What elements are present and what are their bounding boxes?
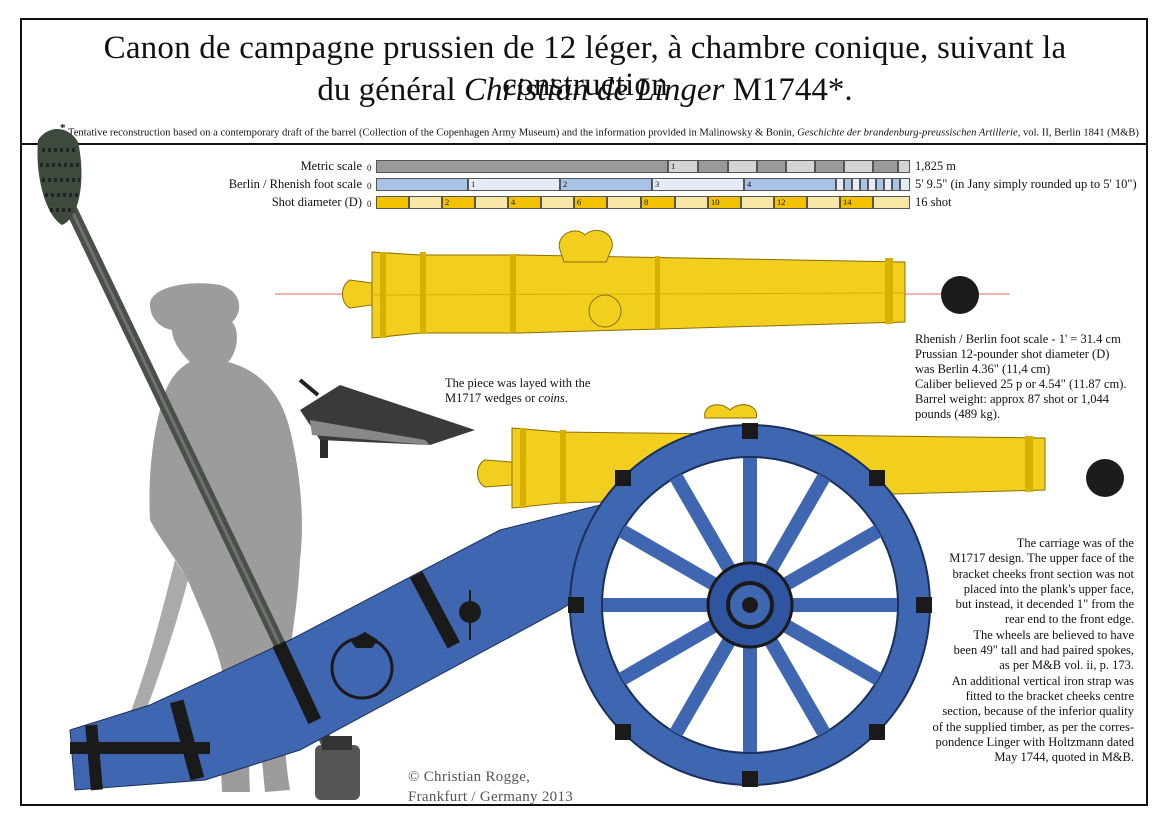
wedge-note: The piece was layed with the M1717 wedge… xyxy=(445,376,591,405)
page-frame xyxy=(20,18,1148,806)
shot-zero: 0 xyxy=(367,199,372,209)
rhenish-seg-5 xyxy=(836,178,844,191)
title-divider xyxy=(20,143,1148,145)
rhenish-seg-13 xyxy=(900,178,910,191)
copyright: © Christian Rogge, Frankfurt / Germany 2… xyxy=(408,769,574,805)
shot-seg-5 xyxy=(541,196,574,209)
metric-seg-3 xyxy=(728,160,757,173)
dolphin-handles xyxy=(558,230,613,263)
rhenish-seg-1: 1 xyxy=(468,178,560,191)
rhenish-seg-12 xyxy=(892,178,900,191)
rhenish-info-line: was Berlin 4.36" (11,4 cm) xyxy=(915,362,1051,376)
rhenish-info-line: pounds (489 kg). xyxy=(915,407,1001,421)
page-title-line2: du général Christian de Linger M1744*. xyxy=(317,72,853,108)
rhenish-zero: 0 xyxy=(367,181,372,191)
metric-zero: 0 xyxy=(367,163,372,173)
shot-seg-6: 6 xyxy=(574,196,607,209)
cannonball xyxy=(941,276,979,314)
shot-scale-value: 16 shot xyxy=(915,195,952,209)
metric-seg-2 xyxy=(698,160,728,173)
metric-scale-label: Metric scale xyxy=(300,159,362,173)
shot-seg-9 xyxy=(675,196,708,209)
cannonball-2 xyxy=(1086,459,1124,497)
metric-seg-4 xyxy=(757,160,786,173)
rhenish-seg-4: 4 xyxy=(744,178,836,191)
shot-seg-12: 12 xyxy=(774,196,807,209)
rhenish-info-block: Rhenish / Berlin foot scale - 1' = 31.4 … xyxy=(915,332,1127,422)
shot-seg-1 xyxy=(409,196,442,209)
rhenish-info-line: Prussian 12-pounder shot diameter (D) xyxy=(915,347,1110,361)
rhenish-info-line: Caliber believed 25 p or 4.54" (11.87 cm… xyxy=(915,377,1127,391)
rhenish-seg-9 xyxy=(868,178,876,191)
rhenish-seg-11 xyxy=(884,178,892,191)
metric-seg-6 xyxy=(815,160,844,173)
footnote: * Tentative reconstruction based on a co… xyxy=(60,122,1139,139)
metric-scale-value: 1,825 m xyxy=(915,159,956,173)
shot-scale-label: Shot diameter (D) xyxy=(271,195,362,209)
metric-seg-1: 1 xyxy=(668,160,698,173)
rhenish-seg-10 xyxy=(876,178,884,191)
metric-seg-8 xyxy=(873,160,898,173)
rhenish-scale-value: 5' 9.5" (in Jany simply rounded up to 5'… xyxy=(915,177,1137,191)
rhenish-seg-6 xyxy=(844,178,852,191)
barrel-side-view xyxy=(275,230,1010,339)
metric-seg-0 xyxy=(376,160,668,173)
page-title-line1: Canon de campagne prussien de 12 léger, … xyxy=(103,30,1067,103)
rhenish-info-line: Rhenish / Berlin foot scale - 1' = 31.4 … xyxy=(915,332,1121,346)
shot-seg-11 xyxy=(741,196,774,209)
carriage-trail xyxy=(69,499,641,791)
shot-seg-3 xyxy=(475,196,508,209)
metric-seg-7 xyxy=(844,160,873,173)
shot-seg-7 xyxy=(607,196,641,209)
metric-seg-9 xyxy=(898,160,910,173)
rhenish-seg-8 xyxy=(860,178,868,191)
wheel-icon xyxy=(568,423,932,787)
shot-seg-13 xyxy=(807,196,840,209)
wedge-coin xyxy=(298,378,475,458)
shot-seg-14: 14 xyxy=(840,196,873,209)
rhenish-seg-3: 3 xyxy=(652,178,744,191)
rhenish-seg-0 xyxy=(376,178,468,191)
shot-seg-8: 8 xyxy=(641,196,675,209)
carriage-note: The carriage was of the M1717 design. Th… xyxy=(932,536,1134,765)
metric-seg-5 xyxy=(786,160,815,173)
rhenish-seg-7 xyxy=(852,178,860,191)
shot-seg-0 xyxy=(376,196,409,209)
rhenish-scale-label: Berlin / Rhenish foot scale xyxy=(228,177,362,191)
shot-seg-15 xyxy=(873,196,910,209)
shot-seg-10: 10 xyxy=(708,196,741,209)
shot-seg-2: 2 xyxy=(442,196,475,209)
rhenish-seg-2: 2 xyxy=(560,178,652,191)
shot-seg-4: 4 xyxy=(508,196,541,209)
rhenish-info-line: Barrel weight: approx 87 shot or 1,044 xyxy=(915,392,1110,406)
